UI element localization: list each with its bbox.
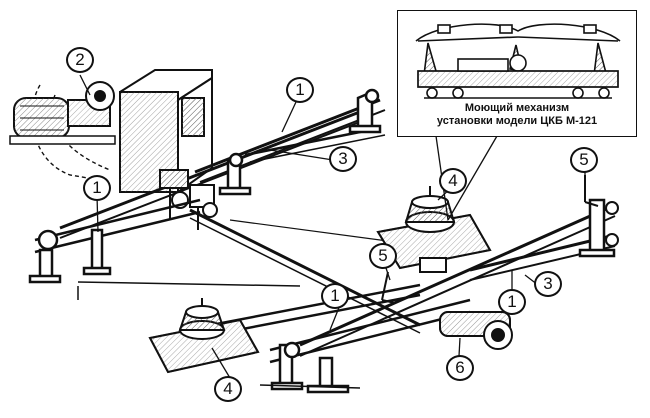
brush-head-bottom xyxy=(148,298,260,374)
rail-right-assembly xyxy=(299,198,619,357)
callout-3-right: 3 xyxy=(534,271,562,297)
control-cabinet-icon xyxy=(119,69,213,194)
rail-left-assembly xyxy=(28,198,301,300)
callout-1-left: 1 xyxy=(83,175,111,201)
electric-motor-icon xyxy=(13,97,70,139)
inset-caption-line2: установки модели ЦКБ М-121 xyxy=(436,115,598,127)
callout-6: 6 xyxy=(446,355,474,381)
frame-joints xyxy=(159,169,218,230)
valve-arms xyxy=(381,175,599,304)
inset-washing-mechanism: Моющий механизм установки модели ЦКБ М-1… xyxy=(397,10,637,137)
callout-3-top: 3 xyxy=(329,146,357,172)
leader-lines xyxy=(79,74,586,379)
inset-drawing xyxy=(415,23,621,99)
callout-1-top: 1 xyxy=(286,77,314,103)
callout-2: 2 xyxy=(66,47,94,73)
callout-5-center: 5 xyxy=(369,243,397,269)
rail-track-icon xyxy=(59,98,386,239)
rail-supports-upper xyxy=(218,88,382,196)
motor-6-icon xyxy=(439,311,513,350)
pump-unit-icon xyxy=(9,81,116,145)
callout-4-bottom: 4 xyxy=(214,376,242,402)
callout-1-right: 1 xyxy=(498,289,526,315)
callout-4-center: 4 xyxy=(439,168,467,194)
callout-1-bottom: 1 xyxy=(321,283,349,309)
callout-5-right: 5 xyxy=(570,147,598,173)
inset-caption-line1: Моющий механизм xyxy=(464,102,570,114)
inset-caption: Моющий механизм установки модели ЦКБ М-1… xyxy=(398,102,636,128)
